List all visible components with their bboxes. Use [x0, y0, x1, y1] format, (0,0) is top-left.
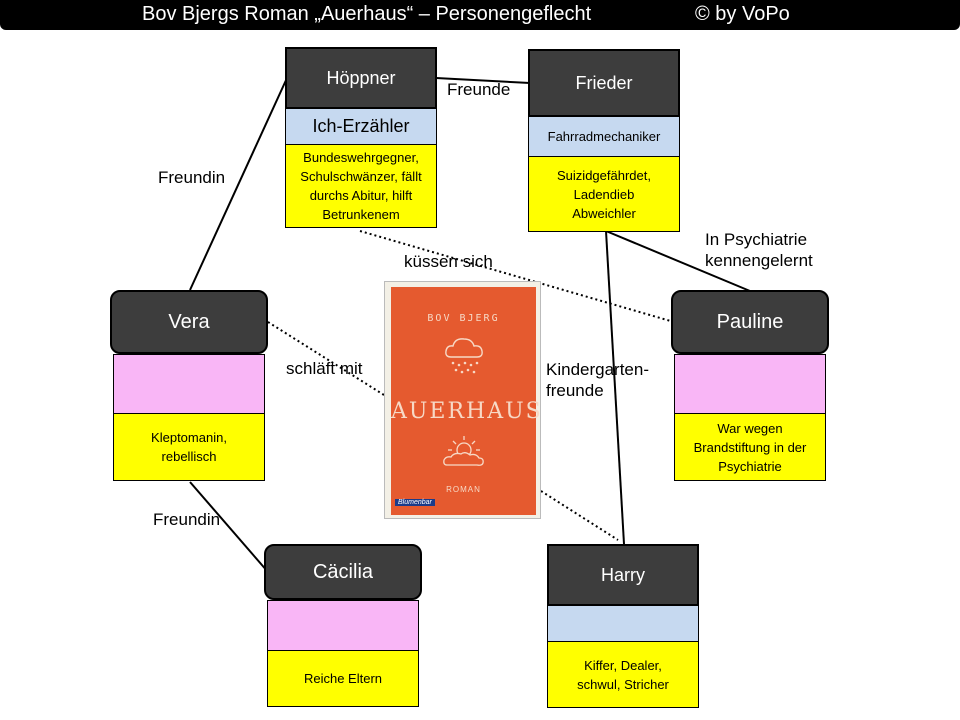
caecilia-description: Reiche Eltern [267, 650, 419, 707]
link-hoeppner-frieder [435, 77, 531, 84]
link-book-harry [540, 490, 619, 541]
hoeppner-name: Höppner [285, 47, 437, 109]
link-hoeppner-vera [189, 77, 288, 291]
label-schlaeft-mit: schläft mit [286, 359, 363, 378]
book-subtitle: ROMAN [446, 485, 481, 494]
node-hoeppner: Höppner Ich-Erzähler Bundeswehrgegner, S… [285, 47, 437, 228]
label-freunde: Freunde [447, 80, 511, 99]
label-psychiatrie-line2: kennengelernt [705, 251, 813, 270]
book-title: AUERHAUS [391, 399, 543, 424]
harry-name: Harry [547, 544, 699, 606]
link-frieder-pauline [605, 230, 751, 292]
vera-role [113, 354, 265, 414]
harry-description: Kiffer, Dealer, schwul, Stricher [547, 641, 699, 708]
book-cover: BOV BJERG AUERHAUS ROMAN Blumenbar [384, 281, 541, 519]
sun-cloud-icon [443, 436, 484, 466]
hoeppner-role: Ich-Erzähler [285, 108, 437, 145]
vera-description: Kleptomanin, rebellisch [113, 413, 265, 481]
pauline-role [674, 354, 826, 414]
pauline-description: War wegen Brandstiftung in der Psychiatr… [674, 413, 826, 481]
caecilia-name: Cäcilia [264, 544, 422, 600]
node-frieder: Frieder Fahrradmechaniker Suizidgefährde… [528, 49, 680, 232]
node-harry: Harry Kiffer, Dealer, schwul, Stricher [547, 544, 699, 708]
title-bar: Bov Bjergs Roman „Auerhaus“ – Personenge… [0, 0, 960, 30]
label-freundin-top: Freundin [158, 168, 226, 187]
caecilia-role [267, 600, 419, 651]
label-freundin-bottom: Freundin [153, 510, 221, 529]
label-kindergarten-line2: freunde [546, 381, 604, 400]
book-author: BOV BJERG [427, 313, 500, 324]
harry-role [547, 605, 699, 642]
link-frieder-harry [605, 230, 625, 545]
book-cover-front: BOV BJERG AUERHAUS ROMAN Blumenbar [391, 287, 543, 515]
book-publisher: Blumenbar [395, 499, 435, 506]
node-pauline: Pauline War wegen Brandstiftung in der P… [671, 290, 829, 481]
rain-cloud-icon [445, 338, 483, 374]
diagram-title: Bov Bjergs Roman „Auerhaus“ – Personenge… [142, 3, 592, 25]
node-vera: Vera Kleptomanin, rebellisch [110, 290, 268, 481]
label-psychiatrie-line1: In Psychiatrie [705, 230, 808, 249]
node-caecilia: Cäcilia Reiche Eltern [264, 544, 422, 707]
link-vera-caecilia [189, 481, 269, 573]
hoeppner-description: Bundeswehrgegner, Schulschwänzer, fällt … [285, 144, 437, 228]
vera-name: Vera [110, 290, 268, 354]
label-kuessen-sich: küssen sich [404, 252, 493, 271]
frieder-role: Fahrradmechaniker [528, 116, 680, 157]
copyright-note: © by VoPo [695, 3, 790, 25]
frieder-description: Suizidgefährdet, Ladendieb Abweichler [528, 156, 680, 232]
label-kindergarten-line1: Kindergarten- [546, 360, 650, 379]
frieder-name: Frieder [528, 49, 680, 117]
pauline-name: Pauline [671, 290, 829, 354]
